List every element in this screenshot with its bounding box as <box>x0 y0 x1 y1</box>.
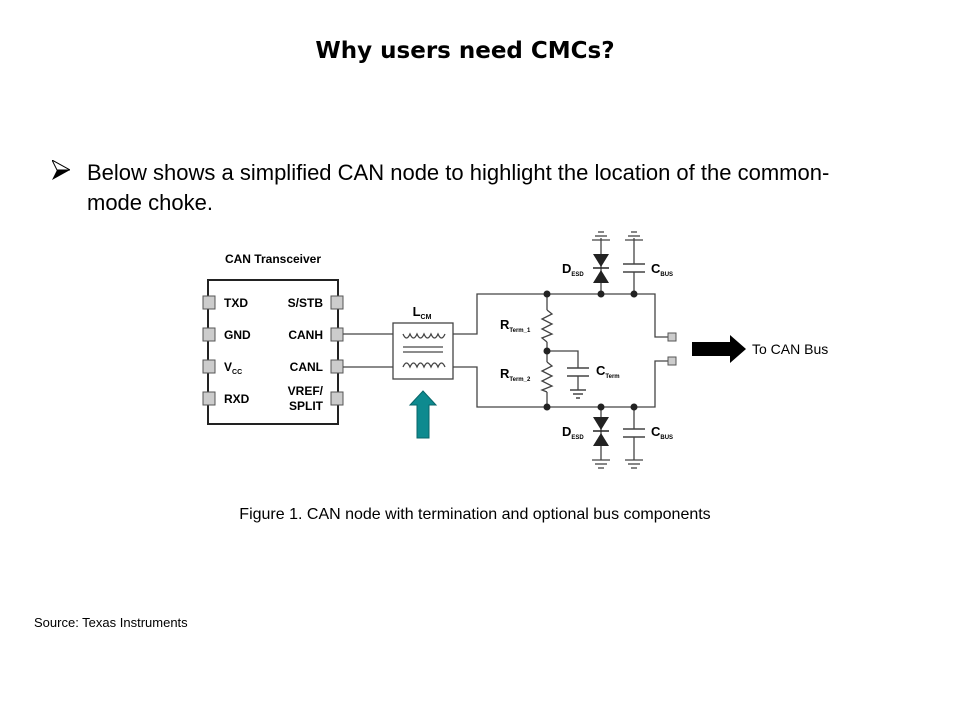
pin-label-split: SPLIT <box>289 399 324 413</box>
pin-label-txd: TXD <box>224 296 248 310</box>
bus-terminal-h <box>667 332 677 342</box>
wires <box>343 238 668 460</box>
right-pins: S/STB CANH CANL VREF/ SPLIT <box>288 295 344 413</box>
bus-terminal-l <box>667 356 677 366</box>
desd-top-diode <box>593 254 609 283</box>
pin-label-canh: CANH <box>288 328 323 342</box>
junction-dots <box>543 290 638 411</box>
to-bus-arrow-icon <box>692 335 746 363</box>
cterm-label: CTerm <box>596 363 620 380</box>
common-mode-choke: LCM <box>392 304 454 380</box>
pin-canl <box>330 359 344 374</box>
pin-vref-split <box>330 391 344 406</box>
rterm2-resistor <box>540 361 554 393</box>
rterm1-resistor <box>540 309 554 343</box>
rterm1-label: RTerm_1 <box>500 317 531 334</box>
transceiver-title: CAN Transceiver <box>225 252 321 266</box>
cbus-top-label: CBUS <box>651 261 673 278</box>
slide-title: Why users need CMCs? <box>315 38 615 64</box>
cbus-top-capacitor <box>623 263 645 273</box>
transceiver-box <box>207 279 339 425</box>
rterm2-label: RTerm_2 <box>500 366 531 383</box>
desd-bottom-diode <box>593 417 609 446</box>
pin-rxd <box>202 391 216 406</box>
bullet-text: Below shows a simplified CAN node to hig… <box>87 160 830 215</box>
ground-symbols-top <box>592 231 643 241</box>
highlight-up-arrow-icon <box>408 390 438 439</box>
pin-label-gnd: GND <box>224 328 251 342</box>
pin-label-sstb: S/STB <box>288 296 324 310</box>
cbus-bottom-capacitor <box>623 428 645 438</box>
source-note: Source: Texas Instruments <box>34 615 188 630</box>
pin-canh <box>330 327 344 342</box>
pin-gnd <box>202 327 216 342</box>
desd-bottom-label: DESD <box>562 424 584 441</box>
pin-txd <box>202 295 216 310</box>
left-pins: TXD GND VCC RXD <box>202 295 251 406</box>
choke-label: LCM <box>413 304 432 321</box>
desd-top-label: DESD <box>562 261 584 278</box>
can-node-diagram: CAN Transceiver TXD GND VCC RXD S/STB CA… <box>202 231 746 469</box>
arrowhead-bullet-icon <box>52 160 70 180</box>
figure-caption: Figure 1. CAN node with termination and … <box>239 506 711 523</box>
pin-label-canl: CANL <box>290 360 323 374</box>
ground-symbols-bottom <box>592 459 643 469</box>
to-can-bus-label: To CAN Bus <box>752 341 829 357</box>
pin-label-vcc: VCC <box>224 360 242 376</box>
pin-label-rxd: RXD <box>224 392 250 406</box>
pin-label-vref: VREF/ <box>288 384 324 398</box>
pin-vcc <box>202 359 216 374</box>
cbus-bottom-label: CBUS <box>651 424 673 441</box>
pin-sstb <box>330 295 344 310</box>
cterm-capacitor <box>567 367 589 399</box>
